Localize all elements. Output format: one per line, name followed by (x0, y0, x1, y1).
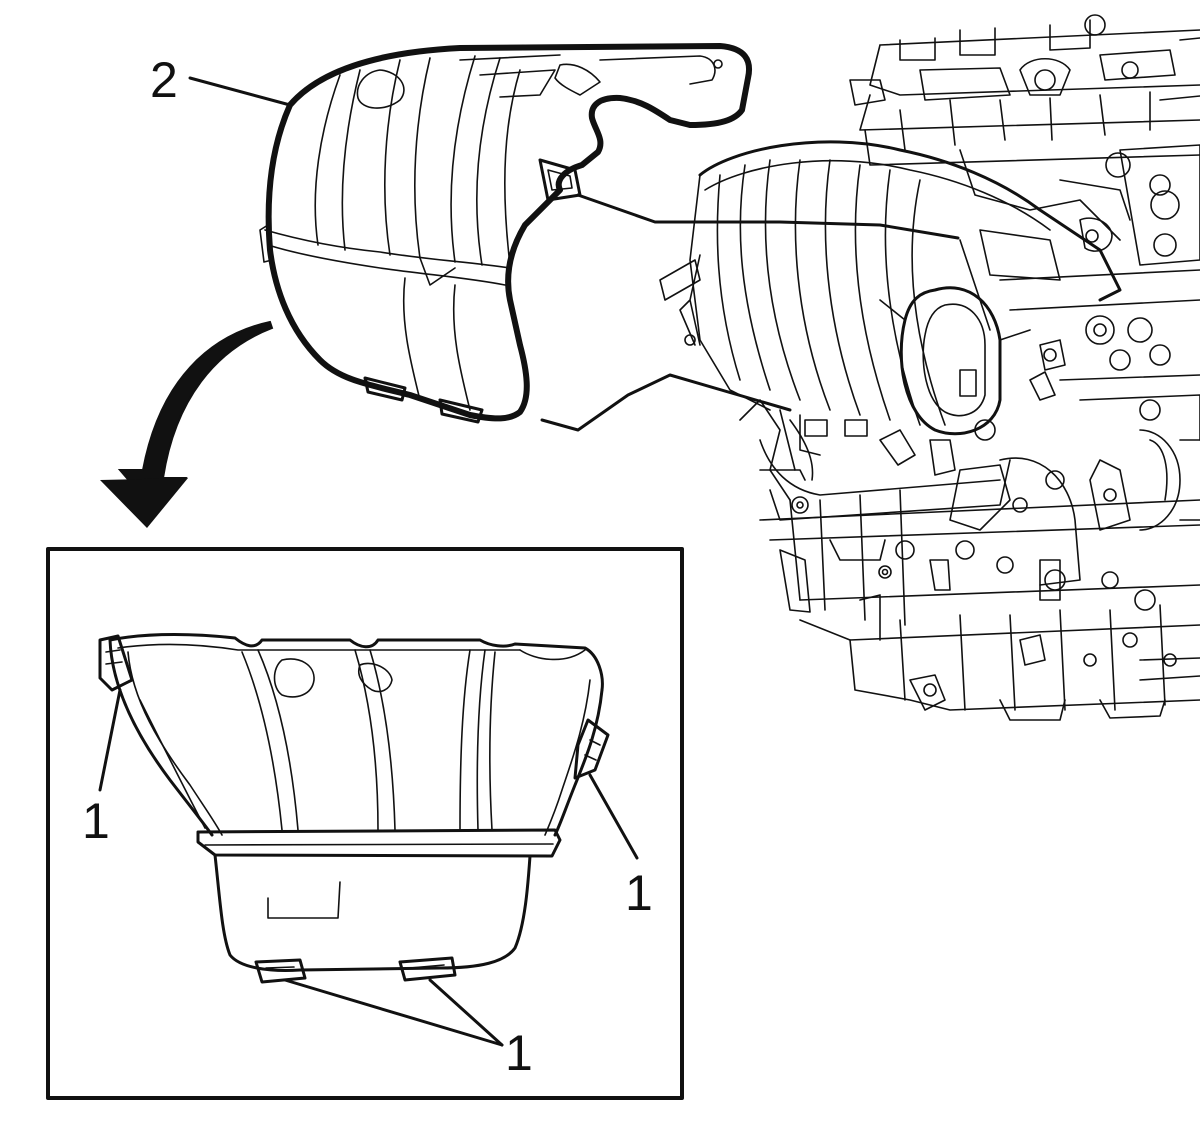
pointer-arrow (100, 320, 274, 528)
inset-heat-shield (98, 633, 610, 984)
heat-shield (259, 43, 752, 424)
intake-manifold (689, 140, 1131, 436)
callout-clip-bottom: 1 (505, 1025, 533, 1081)
callout-clip-right: 1 (625, 865, 653, 921)
assembly-leader-lines (540, 193, 960, 432)
callout-clip-top-left: 1 (82, 793, 110, 849)
detail-inset (46, 547, 684, 1100)
callout-2-leader (188, 76, 292, 107)
callout-shield: 2 (150, 52, 178, 108)
engine-assembly (659, 14, 1200, 721)
inset-leader-lines (98, 688, 639, 1047)
